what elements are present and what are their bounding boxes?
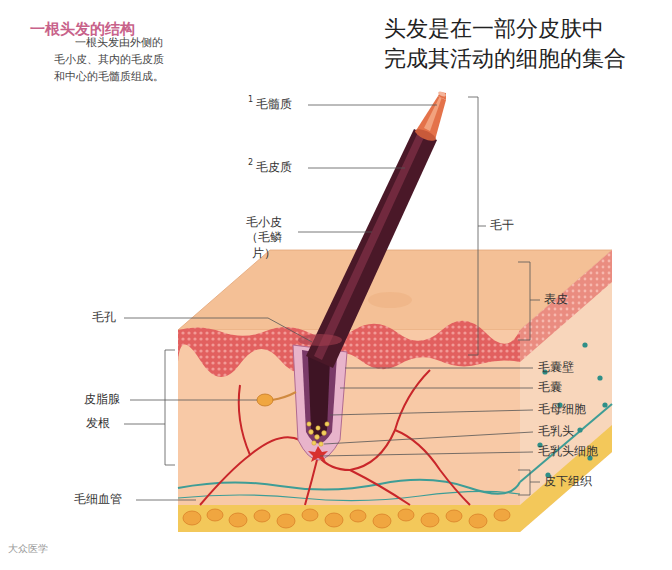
art-circle (319, 442, 323, 446)
art-ellipse (438, 91, 447, 98)
art-circle (315, 435, 320, 440)
art-circle (316, 426, 320, 430)
art-ellipse (302, 509, 318, 521)
part-label: 毛囊壁 (538, 360, 574, 376)
art-line (345, 368, 533, 369)
art-ellipse (229, 513, 247, 527)
art-polygon (520, 425, 612, 532)
art-polygon (520, 250, 612, 362)
art-path (395, 430, 470, 505)
callout-number: 2 (248, 158, 253, 168)
part-label: 毛乳头 (538, 424, 574, 440)
art-line (324, 432, 533, 444)
art-path (350, 470, 410, 505)
art-line (478, 226, 486, 227)
intro-text: 一根头发由外侧的毛小皮、其内的毛皮质和中心的毛髓质组成。 (54, 34, 168, 84)
art-ellipse (257, 394, 273, 406)
art-circle (325, 422, 329, 426)
art-g (307, 422, 329, 446)
art-path (308, 356, 330, 437)
callout-number: 1 (248, 95, 253, 105)
art-rect (178, 505, 520, 532)
art-ellipse (298, 334, 342, 346)
art-ellipse (350, 510, 366, 522)
art-line (320, 452, 533, 456)
part-label: 表皮 (544, 292, 568, 308)
part-label: 毛髓质 (256, 97, 292, 113)
dermis-dots (537, 342, 607, 477)
art-ellipse (469, 514, 487, 528)
art-path (239, 385, 250, 455)
art-circle (602, 402, 607, 407)
part-label: 皮下组织 (544, 474, 592, 490)
art-circle (597, 375, 602, 380)
art-path (305, 456, 318, 505)
art-line (530, 300, 540, 301)
part-label: 毛母细胞 (538, 402, 586, 418)
art-line (340, 388, 533, 389)
art-path (308, 446, 328, 462)
art-circle (582, 342, 587, 347)
art-ellipse (421, 513, 439, 527)
part-label: 毛囊 (538, 380, 562, 396)
art-ellipse (414, 127, 437, 143)
part-label: 毛皮质 (256, 160, 292, 176)
art-circle (309, 430, 314, 435)
art-ellipse (494, 509, 510, 521)
art-path (518, 262, 530, 340)
hair-shaft (298, 91, 446, 368)
part-label: 皮脂腺 (84, 392, 120, 408)
art-path (518, 470, 530, 495)
fat-cells (183, 509, 510, 528)
art-ellipse (398, 509, 414, 521)
art-circle (577, 427, 582, 432)
art-polygon (520, 250, 612, 532)
art-line (136, 500, 196, 501)
art-ellipse (368, 292, 412, 308)
part-label: 毛乳头细胞 (538, 444, 598, 460)
art-ellipse (446, 510, 462, 522)
part-label: 毛小皮（毛鳞片） (236, 215, 292, 262)
art-polygon (424, 96, 442, 131)
art-line (130, 400, 257, 401)
part-label: 发根 (86, 416, 110, 432)
art-ellipse (183, 511, 201, 525)
leader-lines (124, 97, 540, 500)
art-ellipse (277, 514, 295, 528)
art-path (272, 392, 296, 400)
art-line (124, 424, 165, 425)
art-ellipse (254, 510, 270, 522)
page-title: 头发是在一部分皮肤中 完成其活动的细胞的集合 (384, 14, 654, 73)
art-path (165, 350, 175, 465)
art-ellipse (207, 509, 223, 521)
art-line (530, 482, 540, 483)
part-label: 毛细血管 (74, 492, 122, 508)
art-path (468, 97, 478, 355)
art-line (298, 232, 372, 233)
skin-block (178, 250, 612, 532)
art-line (308, 168, 405, 169)
art-polygon (306, 129, 437, 368)
part-label: 毛孔 (92, 310, 116, 326)
art-ellipse (373, 514, 391, 528)
art-circle (322, 431, 327, 436)
art-circle (312, 441, 316, 445)
art-ellipse (325, 513, 343, 527)
art-line (330, 410, 533, 415)
art-polygon (314, 130, 426, 360)
watermark: 大众医学 (8, 542, 48, 555)
art-path (124, 318, 312, 342)
art-path (200, 437, 318, 505)
art-line (308, 105, 437, 106)
art-circle (307, 422, 311, 426)
part-label: 毛干 (490, 218, 514, 234)
art-path (178, 491, 520, 500)
